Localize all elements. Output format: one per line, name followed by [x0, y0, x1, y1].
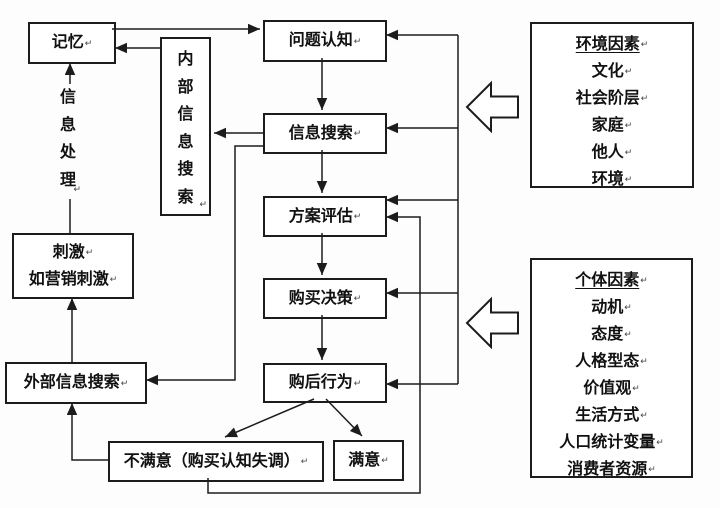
ind-item-consumer-resources: 消费者资源 [567, 461, 648, 478]
label-info-processing: 信息处理↵ [53, 84, 83, 199]
paragraph-mark: ↵ [300, 456, 309, 467]
node-info-search: 信息搜索↵ [263, 113, 387, 154]
env-item-social-class: 社会阶层 [575, 90, 640, 107]
paragraph-mark: ↵ [624, 174, 633, 184]
paragraph-mark: ↵ [624, 66, 633, 76]
node-stimulus-line2: 如营销刺激 [28, 271, 109, 288]
paragraph-mark: ↵ [353, 293, 362, 304]
panel-environment-item: 环境↵ [532, 166, 692, 193]
paragraph-mark: ↵ [109, 274, 118, 284]
paragraph-mark: ↵ [640, 356, 648, 366]
node-evaluation: 方案评估↵ [263, 196, 387, 237]
node-stimulus-line1: 刺激 [52, 244, 85, 261]
panel-individual-item: 生活方式↵ [532, 402, 691, 429]
node-post-purchase-label: 购后行为 [288, 374, 353, 392]
node-evaluation-label: 方案评估 [288, 207, 353, 225]
node-memory-label: 记忆 [51, 34, 84, 52]
paragraph-mark: ↵ [353, 35, 362, 46]
env-item-environment: 环境 [591, 171, 624, 188]
node-post-purchase: 购后行为↵ [263, 363, 387, 403]
paragraph-mark: ↵ [381, 455, 389, 466]
paragraph-mark: ↵ [199, 199, 207, 210]
panel-individual-factors: 个体因素↵ 动机↵ 态度↵ 人格型态↵ 价值观↵ 生活方式↵ 人口统计变量↵ 消… [530, 258, 693, 478]
panel-environment-item: 他人↵ [532, 139, 692, 166]
node-internal-info-search-label: 内部信息搜索 [177, 51, 194, 206]
env-item-culture: 文化 [591, 63, 624, 80]
node-purchase-decision-label: 购买决策 [288, 289, 353, 307]
panel-individual-item: 消费者资源↵ [532, 456, 691, 483]
paragraph-mark: ↵ [624, 329, 632, 339]
panel-individual-item: 人格型态↵ [532, 348, 691, 375]
paragraph-mark: ↵ [632, 383, 640, 393]
paragraph-mark: ↵ [353, 377, 362, 388]
paragraph-mark: ↵ [624, 120, 633, 130]
ind-item-personality: 人格型态 [575, 353, 640, 370]
paragraph-mark: ↵ [84, 37, 93, 48]
node-external-info-search: 外部信息搜索↵ [5, 362, 147, 404]
node-satisfied: 满意↵ [333, 440, 404, 481]
ind-item-lifestyle: 生活方式 [575, 407, 640, 424]
block-arrow-individual-factors [465, 296, 519, 350]
paragraph-mark: ↵ [120, 377, 129, 388]
node-info-search-label: 信息搜索 [288, 124, 353, 142]
paragraph-mark: ↵ [624, 302, 632, 312]
paragraph-mark: ↵ [640, 93, 649, 103]
panel-individual-item: 价值观↵ [532, 375, 691, 402]
node-dissatisfied: 不满意（购买认知失调）↵ [108, 441, 324, 482]
node-satisfied-label: 满意 [348, 451, 381, 469]
label-info-processing-text: 信息处理 [59, 89, 76, 189]
paragraph-mark: ↵ [85, 247, 94, 257]
panel-individual-item: 态度↵ [532, 321, 691, 348]
ind-item-attitude: 态度 [591, 326, 624, 343]
panel-environment-title: 环境因素 [575, 36, 640, 53]
paragraph-mark: ↵ [656, 437, 664, 447]
panel-environment-title-row: 环境因素↵ [532, 31, 692, 58]
arrow-dissatisfied-to-external-search [66, 403, 108, 461]
panel-individual-item: 动机↵ [532, 294, 691, 321]
paragraph-mark: ↵ [353, 211, 362, 222]
panel-environment-factors: 环境因素↵ 文化↵ 社会阶层↵ 家庭↵ 他人↵ 环境↵ [530, 22, 694, 188]
paragraph-mark: ↵ [624, 147, 633, 157]
block-arrow-environment-factors [465, 80, 519, 134]
panel-individual-item: 人口统计变量↵ [532, 429, 691, 456]
arrow-post-purchase-to-dissatisfied [224, 398, 315, 438]
ind-item-values: 价值观 [583, 380, 632, 397]
panel-environment-item: 社会阶层↵ [532, 85, 692, 112]
paragraph-mark: ↵ [648, 464, 656, 474]
node-internal-info-search: 内部信息搜索 ↵ [160, 37, 211, 216]
node-problem-recognition-label: 问题认知 [288, 32, 353, 50]
panel-environment-item: 文化↵ [532, 58, 692, 85]
node-stimulus: 刺激↵ 如营销刺激↵ [12, 233, 134, 299]
arrow-post-purchase-to-satisfied [325, 398, 363, 437]
panel-individual-title-row: 个体因素↵ [532, 267, 691, 294]
env-item-family: 家庭 [591, 117, 624, 134]
node-memory: 记忆↵ [28, 22, 116, 64]
paragraph-mark: ↵ [73, 184, 81, 194]
panel-environment-item: 家庭↵ [532, 112, 692, 139]
node-purchase-decision: 购买决策↵ [263, 278, 387, 319]
paragraph-mark: ↵ [640, 275, 648, 285]
node-dissatisfied-label: 不满意（购买认知失调） [123, 452, 300, 470]
panel-individual-title: 个体因素 [575, 272, 640, 289]
ind-item-motivation: 动机 [591, 299, 624, 316]
ind-item-demographics: 人口统计变量 [559, 434, 656, 451]
paragraph-mark: ↵ [353, 128, 362, 139]
node-problem-recognition: 问题认知↵ [263, 20, 387, 62]
node-external-info-search-label: 外部信息搜索 [23, 374, 120, 392]
env-item-others: 他人 [591, 144, 624, 161]
paragraph-mark: ↵ [640, 410, 648, 420]
paragraph-mark: ↵ [640, 39, 649, 49]
